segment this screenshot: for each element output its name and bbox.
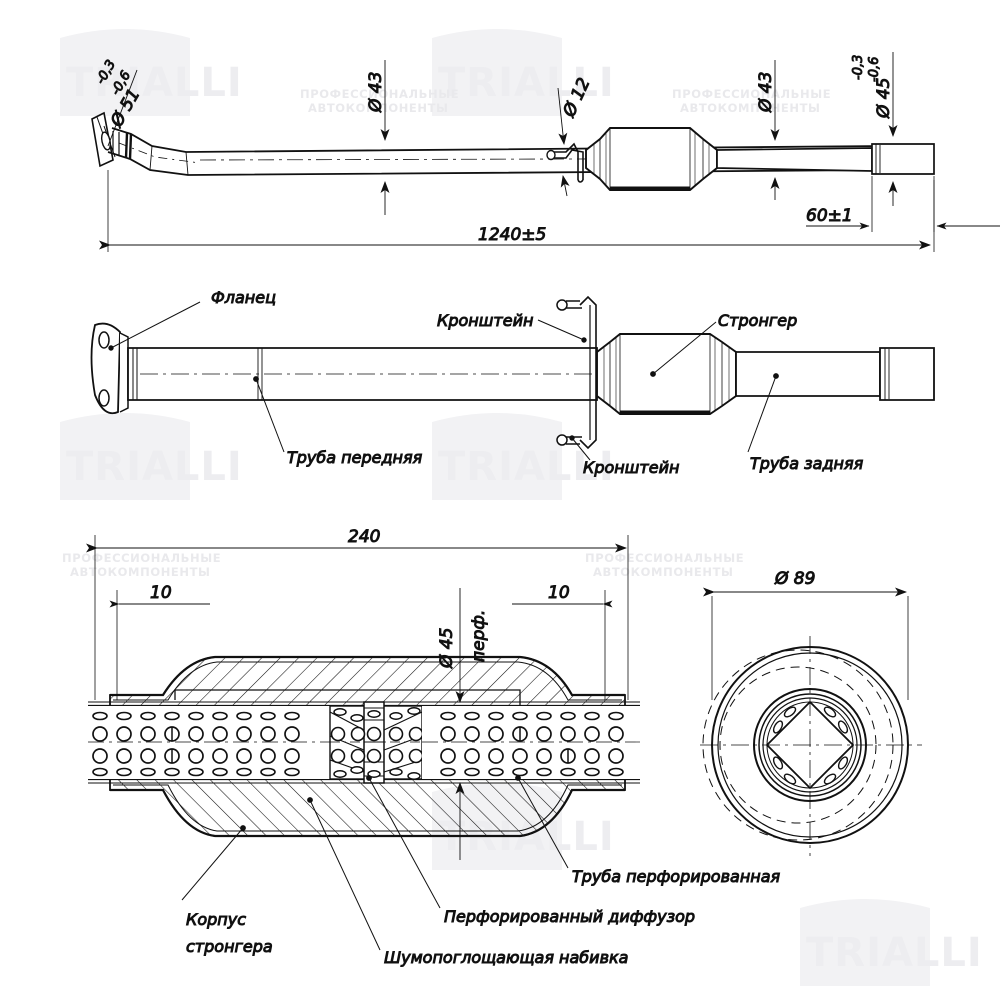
dim-outlet-tol-upper: -0,3 [851,55,866,80]
watermark-tagline-line1: ПРОФЕССИОНАЛЬНЫЕ [62,551,221,565]
dim-body-length: 240 [86,527,629,700]
dim-outer-diameter: Ø 89 [703,569,909,700]
dim-rear-pipe-diameter: Ø 43 [756,60,780,200]
view-4-end-view: Ø 89 [700,569,922,856]
callout-flange: Фланец [108,288,277,351]
view-2-labelled-assembly: Фланец Труба передняя Кронштейн Кронштей… [90,288,935,478]
watermark-tagline: ПРОФЕССИОНАЛЬНЫЕ АВТОКОМПОНЕНТЫ ПРОФЕССИ… [62,87,831,579]
watermark-logo-text: TRIALLI [66,60,243,106]
dim-outlet-tol-lower: -0,6 [867,57,882,82]
callout-rear-pipe: Труба задняя [747,373,864,474]
callout-bracket-top: Кронштейн [437,311,587,343]
callout-perf-diffuser: Перфорированный диффузор [366,775,696,927]
watermark-tagline-line1: ПРОФЕССИОНАЛЬНЫЕ [672,87,831,101]
callout-perf-diffuser-text: Перфорированный диффузор [444,907,695,926]
dim-outlet-diameter: Ø 45 -0,3 -0,6 [851,52,898,206]
dim-front-pipe-diameter-text: Ø 43 [366,72,386,113]
dim-outer-diameter-text: Ø 89 [774,569,815,589]
perforated-pipe-right [422,706,640,779]
watermark-logo-text: TRIALLI [806,930,983,976]
dim-front-pipe-diameter: Ø 43 [366,60,390,215]
dim-right-offset: 10 [512,583,613,700]
bracket-view2 [556,295,597,450]
dim-tail-length-text: 60±1 [806,206,853,226]
callout-stronger-body-line2: стронгера [186,937,273,956]
flange-view2 [90,322,129,415]
dim-tail-length: 60±1 [806,176,1000,232]
watermark-tagline-line2: АВТОКОМПОНЕНТЫ [308,101,449,115]
watermark-tagline-line2: АВТОКОМПОНЕНТЫ [680,101,821,115]
watermark-tagline-line2: АВТОКОМПОНЕНТЫ [593,565,734,579]
callout-stronger-text: Стронгер [718,311,797,330]
watermark-logo-text: TRIALLI [438,444,615,490]
watermark-logo-text: TRIALLI [66,444,243,490]
callout-perf-pipe-text: Труба перфорированная [572,867,781,886]
callout-front-pipe: Труба передняя [253,376,423,468]
dim-perf-note-text: перф. [469,610,489,662]
dim-overall-length-text: 1240±5 [478,225,546,245]
callout-perf-pipe: Труба перфорированная [515,775,781,887]
watermark-tagline-line1: ПРОФЕССИОНАЛЬНЫЕ [585,551,744,565]
callout-stronger: Стронгер [650,311,798,377]
perforated-pipe-left [88,706,352,779]
dim-rear-pipe-diameter-text: Ø 43 [756,72,776,113]
rear-pipe-view1 [716,143,935,175]
perf-holes-left [92,711,300,777]
callout-stronger-body-line1: Корпус [186,910,246,929]
dim-perf-pipe-diameter-text: Ø 45 [437,628,457,669]
callout-stronger-body: Корпус стронгера [181,825,273,957]
end-view-circles [700,636,922,856]
perf-holes-right [440,711,624,777]
dim-perf-pipe-diameter: Ø 45 перф. [437,588,490,860]
perf-holes-diffuser [330,707,424,780]
rear-pipe-view2 [735,347,935,401]
center-axis-view1 [199,157,931,161]
dim-left-offset: 10 [109,583,210,700]
callout-bracket-top-text: Кронштейн [437,311,533,330]
dim-left-offset-text: 10 [150,583,172,603]
callout-bracket-bottom: Кронштейн [569,435,680,478]
callout-rear-pipe-text: Труба задняя [750,454,864,473]
view-3-stronger-section: 240 10 10 Ø 45 перф. Корпус стронгера [86,527,781,968]
watermark-logo-text: TRIALLI [438,60,615,106]
callout-sound-packing: Шумопоглощающая набивка [307,797,629,968]
dim-right-offset-text: 10 [548,583,570,603]
perforated-diffuser [329,701,424,784]
dim-overall-length: 1240±5 [99,170,935,252]
stronger-body-view1 [585,127,718,191]
dim-outlet-diameter-text: Ø 45 [874,78,894,119]
dim-body-length-text: 240 [348,527,380,547]
callout-flange-text: Фланец [211,288,276,307]
stronger-view2 [596,333,737,415]
end-view-perforations [772,706,849,785]
bracket-view1 [546,142,584,183]
watermark-tagline-line2: АВТОКОМПОНЕНТЫ [70,565,211,579]
callout-sound-packing-text: Шумопоглощающая набивка [384,948,628,967]
watermark-tagline-line1: ПРОФЕССИОНАЛЬНЫЕ [300,87,459,101]
front-pipe-outline [107,127,885,176]
callout-front-pipe-text: Труба передняя [287,448,423,467]
callout-bracket-bottom-text: Кронштейн [583,458,679,477]
